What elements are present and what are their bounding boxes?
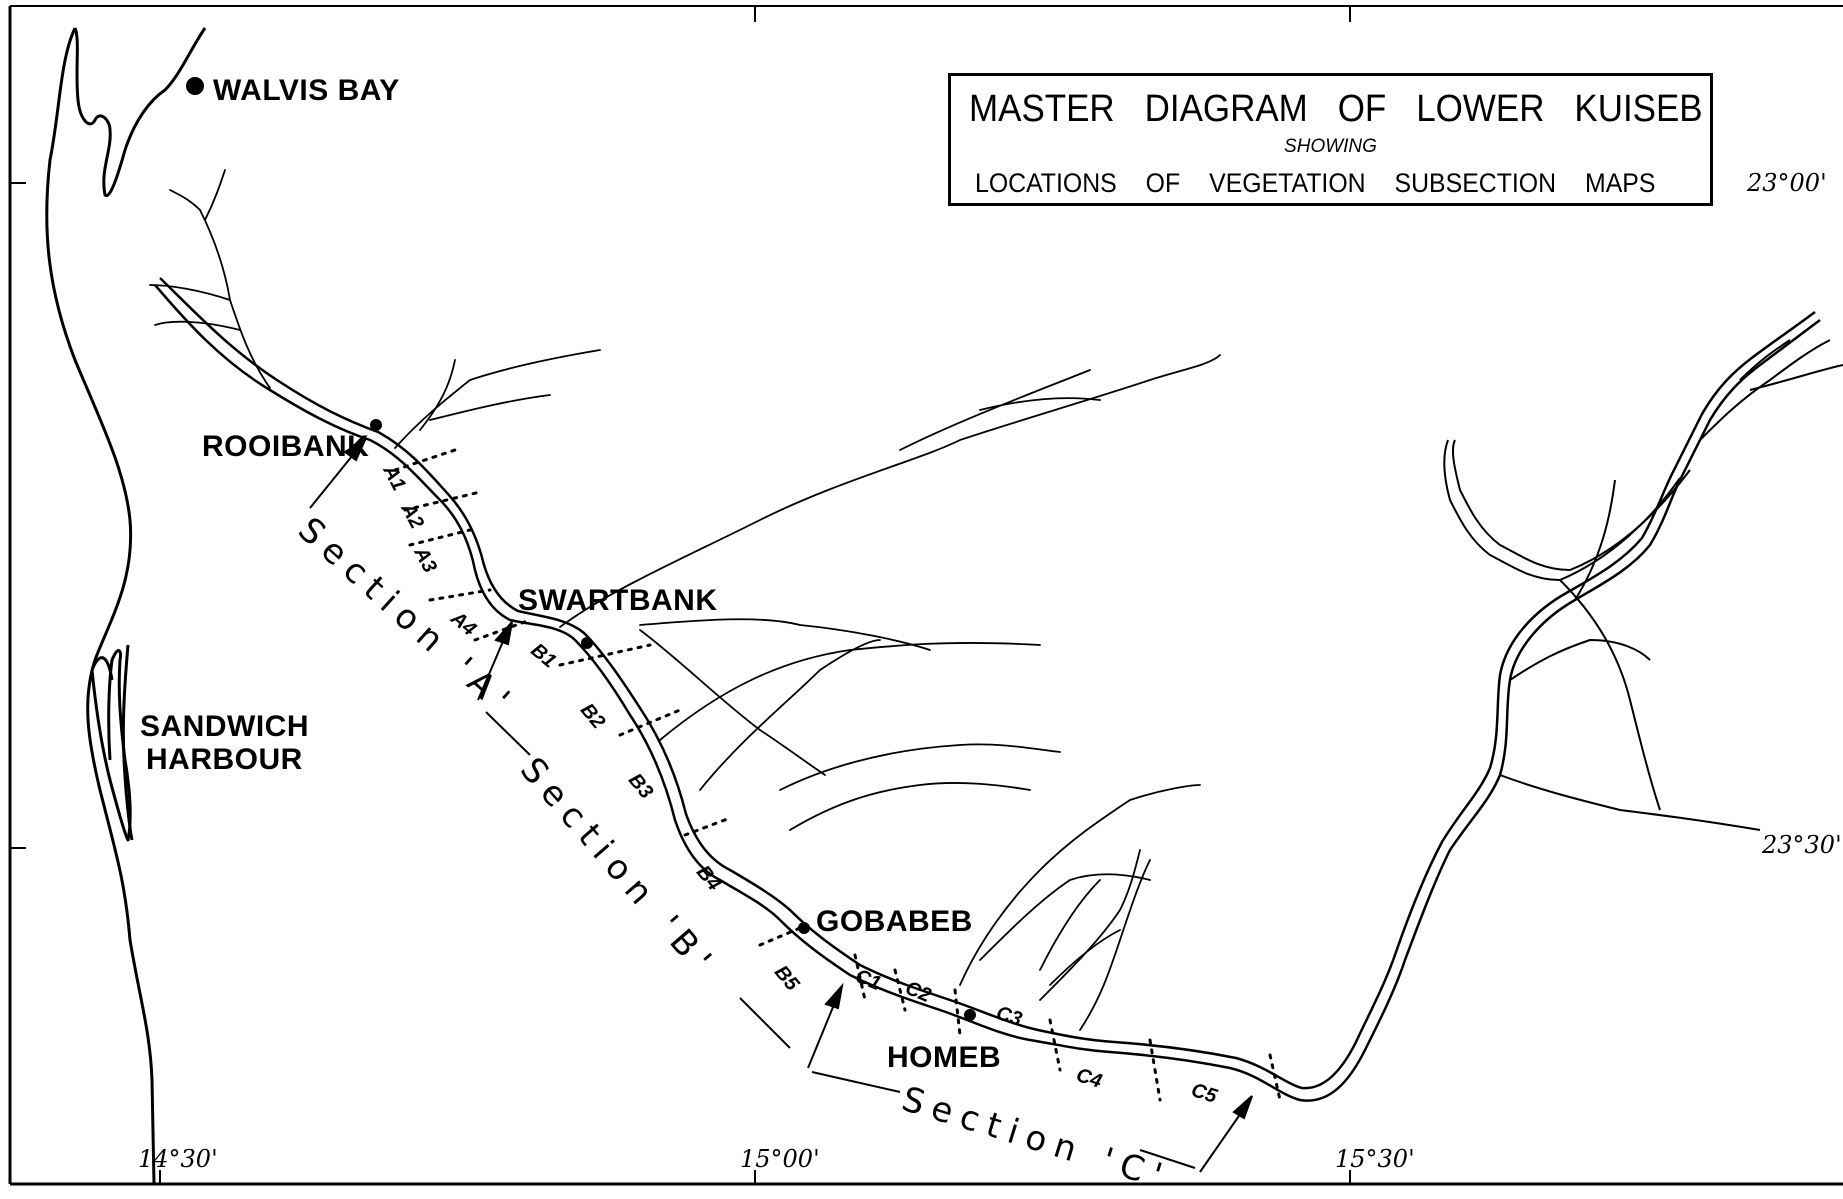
settlement-dots xyxy=(186,77,976,1021)
longitude-1530: 15°30' xyxy=(1335,1145,1415,1173)
map-frame xyxy=(8,5,1843,1186)
tributaries xyxy=(149,169,1221,1031)
place-rooibank: ROOIBANK xyxy=(202,430,370,463)
latitude-2300: 23°00' xyxy=(1747,169,1827,197)
gobabeb-dot xyxy=(798,922,810,934)
place-harbour: HARBOUR xyxy=(146,743,303,776)
rooibank-dot xyxy=(370,419,382,431)
map-title: MASTER DIAGRAM OF LOWER KUISEB xyxy=(969,88,1703,130)
coastline xyxy=(45,27,207,1185)
swartbank-dot xyxy=(581,637,593,649)
place-swartbank: SWARTBANK xyxy=(518,584,718,617)
place-walvis-bay: WALVIS BAY xyxy=(213,74,400,107)
section-arrows xyxy=(309,437,1253,1173)
homeb-dot xyxy=(964,1009,976,1021)
latitude-2330: 23°30' xyxy=(1762,831,1842,859)
longitude-1500: 15°00' xyxy=(740,1145,820,1173)
walvis-bay-dot xyxy=(186,77,204,95)
kuiseb-river xyxy=(154,277,1821,1102)
place-homeb: HOMEB xyxy=(887,1041,1002,1074)
place-sandwich: SANDWICH xyxy=(140,710,309,743)
map-title-line3: LOCATIONS OF VEGETATION SUBSECTION MAPS xyxy=(975,168,1656,198)
map-title-box: MASTER DIAGRAM OF LOWER KUISEB SHOWING L… xyxy=(948,73,1713,206)
subsection-boundaries xyxy=(393,448,1282,1102)
upper-tributaries xyxy=(1443,339,1843,831)
longitude-1430: 14°30' xyxy=(138,1145,218,1173)
place-gobabeb: GOBABEB xyxy=(816,905,973,938)
map-subtitle: SHOWING xyxy=(1284,136,1377,157)
